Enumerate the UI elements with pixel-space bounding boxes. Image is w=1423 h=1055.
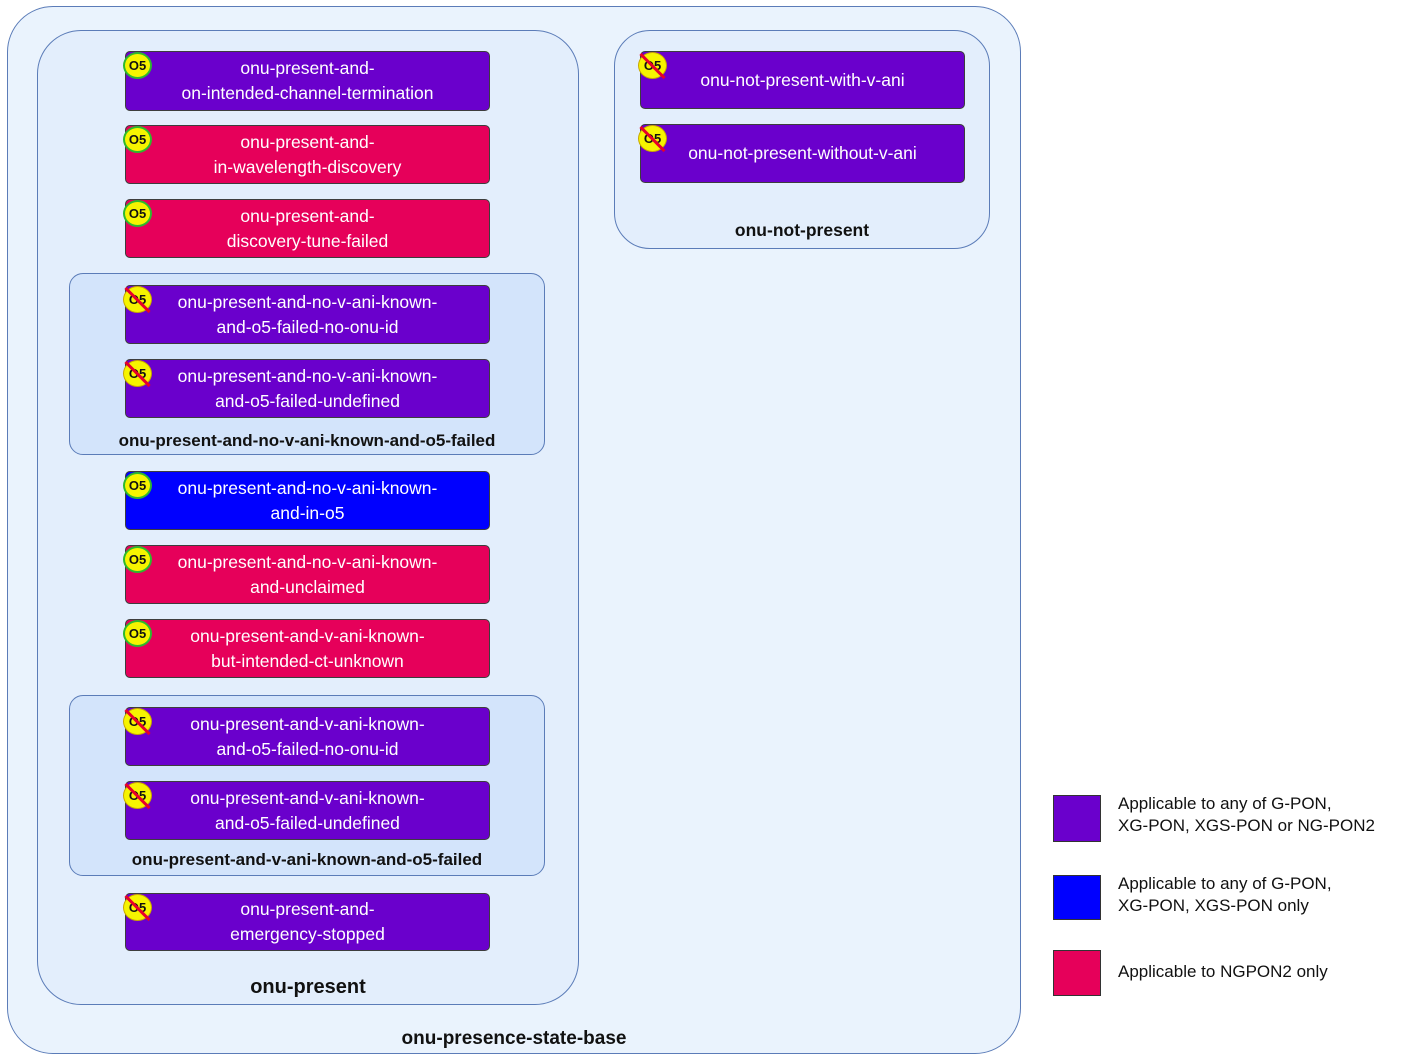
label-onu-not-present: onu-not-present [734,220,870,240]
o5-badge-icon: O5 [123,472,152,499]
state-box: onu-not-present-without-v-ani [640,124,965,183]
label-onu-presence-state-base: onu-presence-state-base [401,1028,627,1049]
state-box: onu-present-and-no-v-ani-known- and-uncl… [125,545,490,604]
legend-swatch [1053,795,1101,842]
legend-swatch [1053,875,1101,920]
state-box: onu-present-and-v-ani-known- and-o5-fail… [125,707,490,766]
o5-badge-icon: O5 [123,126,152,153]
state-label: onu-present-and-v-ani-known- but-intende… [190,625,425,671]
state-label: onu-present-and-no-v-ani-known- and-in-o… [177,477,438,523]
label-no-v-ani-known-o5-failed: onu-present-and-no-v-ani-known-and-o5-fa… [118,431,496,450]
legend-label: Applicable to any of G-PON, XG-PON, XGS-… [1118,794,1375,835]
o5-badge-icon: O5 [123,620,152,647]
state-box: onu-present-and- emergency-stopped [125,893,490,951]
state-label: onu-not-present-with-v-ani [700,69,905,90]
state-label: onu-present-and- in-wavelength-discovery [213,131,402,177]
state-label: onu-present-and- emergency-stopped [230,899,385,944]
o5-badge-icon: O5 [123,200,152,227]
state-box: onu-present-and-no-v-ani-known- and-o5-f… [125,359,490,418]
state-label: onu-present-and-no-v-ani-known- and-o5-f… [177,365,438,411]
legend-label: Applicable to NGPON2 only [1118,962,1328,981]
no-o5-badge-icon: O5 [123,708,152,735]
state-label: onu-present-and-v-ani-known- and-o5-fail… [190,787,425,833]
legend-label: Applicable to any of G-PON, XG-PON, XGS-… [1118,874,1332,915]
state-box: onu-present-and- in-wavelength-discovery [125,125,490,184]
o5-badge-icon: O5 [123,546,152,573]
state-box: onu-present-and- discovery-tune-failed [125,199,490,258]
label-onu-present: onu-present [250,976,366,998]
o5-badge-icon: O5 [123,52,152,79]
state-box: onu-present-and-no-v-ani-known- and-o5-f… [125,285,490,344]
state-box: onu-present-and- on-intended-channel-ter… [125,51,490,111]
state-label: onu-present-and- on-intended-channel-ter… [181,58,434,103]
state-box: onu-present-and-v-ani-known- but-intende… [125,619,490,678]
no-o5-badge-icon: O5 [123,360,152,387]
no-o5-badge-icon: O5 [123,894,152,921]
no-o5-badge-icon: O5 [638,52,667,79]
state-label: onu-present-and-no-v-ani-known- and-o5-f… [177,291,438,337]
state-box: onu-present-and-no-v-ani-known- and-in-o… [125,471,490,530]
state-label: onu-not-present-without-v-ani [688,143,917,163]
no-o5-badge-icon: O5 [638,125,667,152]
state-box: onu-present-and-v-ani-known- and-o5-fail… [125,781,490,840]
label-v-ani-known-o5-failed: onu-present-and-v-ani-known-and-o5-faile… [131,850,483,869]
state-label: onu-present-and- discovery-tune-failed [226,205,389,251]
state-box: onu-not-present-with-v-ani [640,51,965,109]
no-o5-badge-icon: O5 [123,782,152,809]
legend-swatch [1053,950,1101,996]
no-o5-badge-icon: O5 [123,286,152,313]
state-label: onu-present-and-no-v-ani-known- and-uncl… [177,551,438,597]
state-label: onu-present-and-v-ani-known- and-o5-fail… [190,713,425,759]
